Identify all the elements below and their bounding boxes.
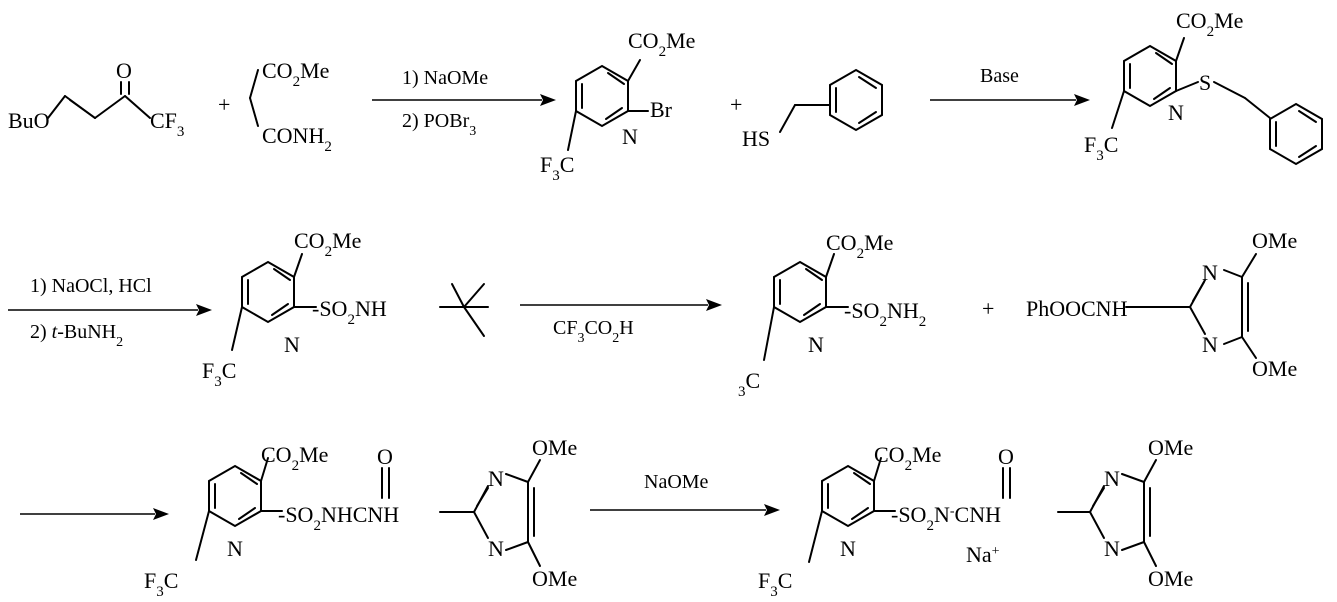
bromo-label: Br [650, 97, 673, 122]
starting-material-malonamate: CO2Me CONH2 [249, 58, 332, 155]
so2nh-label: -SO2NH [312, 296, 387, 328]
bromopyridine-co2me: CO2Me [628, 28, 695, 60]
pyrimidine-n-bottom-label: N [1104, 536, 1120, 561]
reaction-arrow-3: 1) NaOCl, HCl 2) t-BuNH2 [8, 275, 212, 350]
bromopyridine-intermediate: CO2Me Br N F3C [540, 28, 695, 184]
so2n-anion-label: -SO2N-CNH [891, 502, 1001, 534]
pyridine-n-label: N [808, 332, 824, 357]
ome-bottom-label: OMe [1148, 566, 1193, 591]
reaction-arrow-5 [20, 508, 169, 520]
arrow-3-step-2: 2) t-BuNH2 [30, 321, 123, 350]
arrow-3-step-1: 1) NaOCl, HCl [30, 275, 152, 297]
so2nhcnh-label: -SO2NHCNH [278, 502, 399, 534]
arrow-4-reagent: CF3CO2H [553, 317, 634, 346]
ome-top-label: OMe [532, 435, 577, 460]
arrow-2-reagent: Base [980, 65, 1019, 87]
primary-sulfonamide-intermediate: CO2Me -SO2NH2 N 3C [738, 230, 926, 400]
carbonyl-o-label: O [998, 444, 1014, 469]
malonamate-conh2: CONH2 [262, 123, 332, 155]
cf3-label: CF3 [150, 108, 184, 140]
oxo-label: O [116, 58, 132, 83]
sulfur-label: S [1199, 70, 1211, 95]
tbu-sulfonamide-co2me: CO2Me [294, 228, 361, 260]
phoocnh-label: PhOOCNH [1026, 296, 1128, 321]
malonamate-co2me: CO2Me [262, 58, 329, 90]
starting-material-trifluoro-enone: BuO O CF3 [8, 58, 184, 140]
pyridine-n-label: N [1168, 100, 1184, 125]
pyridine-n-label: N [622, 124, 638, 149]
benzyl-mercaptan: HS [742, 68, 883, 151]
reaction-arrow-2: Base [930, 65, 1090, 106]
sulfonylurea-co2me: CO2Me [261, 442, 328, 474]
arrow-6-reagent: NaOMe [644, 471, 709, 493]
sodium-salt-product: CO2Me -SO2N-CNH O Na+ N F3C OMe N N OMe [758, 435, 1193, 600]
plus-sign-3: + [982, 296, 994, 321]
thioether-co2me: CO2Me [1176, 8, 1243, 40]
arrow-1-step-1: 1) NaOMe [402, 67, 488, 89]
buo-label: BuO [8, 108, 50, 133]
thiol-hs-label: HS [742, 126, 770, 151]
plus-sign-1: + [218, 92, 230, 117]
phenyl-carbamate-pyrimidine: PhOOCNH OMe N N OMe [1026, 228, 1297, 381]
pyrimidine-n-top-label: N [488, 466, 504, 491]
salt-co2me: CO2Me [874, 442, 941, 474]
reaction-arrow-4: CF3CO2H [520, 299, 722, 346]
tert-butyl-sulfonamide-intermediate: CO2Me -SO2NH N F3C [202, 228, 489, 390]
ome-bottom-label: OMe [1252, 356, 1297, 381]
sulfonamide-3c: 3C [738, 368, 760, 400]
thioether-f3c: F3C [1084, 132, 1118, 164]
pyrimidine-n-bottom-label: N [488, 536, 504, 561]
tbu-sulfonamide-f3c: F3C [202, 358, 236, 390]
pyrimidine-n-top-label: N [1202, 260, 1218, 285]
ome-top-label: OMe [1148, 435, 1193, 460]
salt-f3c: F3C [758, 568, 792, 600]
so2nh2-label: -SO2NH2 [844, 298, 926, 330]
pyridine-n-label: N [227, 536, 243, 561]
ome-bottom-label: OMe [532, 566, 577, 591]
plus-sign-2: + [730, 92, 742, 117]
bromopyridine-f3c: F3C [540, 152, 574, 184]
benzyl-thioether-intermediate: CO2Me S N F3C [1084, 8, 1323, 166]
pyridine-n-label: N [840, 536, 856, 561]
reaction-arrow-6: NaOMe [590, 471, 780, 516]
sulfonylurea-f3c: F3C [144, 568, 178, 600]
sulfonamide-co2me: CO2Me [826, 230, 893, 262]
sodium-cation-label: Na+ [966, 542, 1000, 567]
ome-top-label: OMe [1252, 228, 1297, 253]
reaction-arrow-1: 1) NaOMe 2) POBr3 [372, 67, 556, 139]
pyrimidine-n-bottom-label: N [1202, 332, 1218, 357]
arrow-1-step-2: 2) POBr3 [402, 110, 476, 139]
pyrimidine-n-top-label: N [1104, 466, 1120, 491]
carbonyl-o-label: O [377, 444, 393, 469]
pyridine-n-label: N [284, 332, 300, 357]
sulfonylurea-product: CO2Me -SO2NHCNH O N F3C OMe N N OMe [144, 435, 577, 600]
